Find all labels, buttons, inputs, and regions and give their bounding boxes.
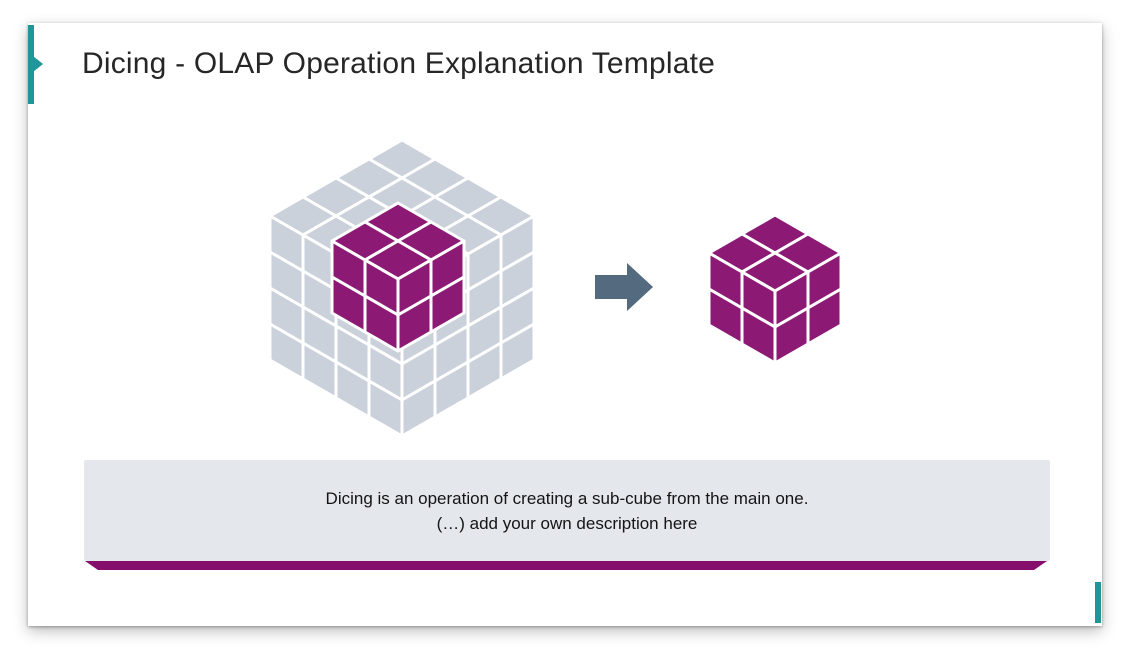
- divider-bar: [85, 561, 1047, 570]
- description-box: Dicing is an operation of creating a sub…: [84, 460, 1050, 561]
- result-cube-2x2x2: [707, 213, 843, 365]
- left-accent-bar-shape: [28, 25, 34, 104]
- left-accent-arrow-icon: [33, 56, 43, 72]
- olap-dicing-diagram: [268, 138, 843, 438]
- slide-title: Dicing - OLAP Operation Explanation Temp…: [82, 47, 716, 80]
- description-line-1: Dicing is an operation of creating a sub…: [325, 488, 809, 508]
- description-line-2: (…) add your own description here: [436, 513, 698, 533]
- left-accent-bar: [28, 25, 43, 104]
- diced-sub-cube-2x2x2: [330, 201, 466, 353]
- transform-right-arrow: [595, 263, 653, 311]
- right-accent-bar: [1095, 582, 1101, 623]
- slide: Dicing - OLAP Operation Explanation Temp…: [28, 23, 1102, 626]
